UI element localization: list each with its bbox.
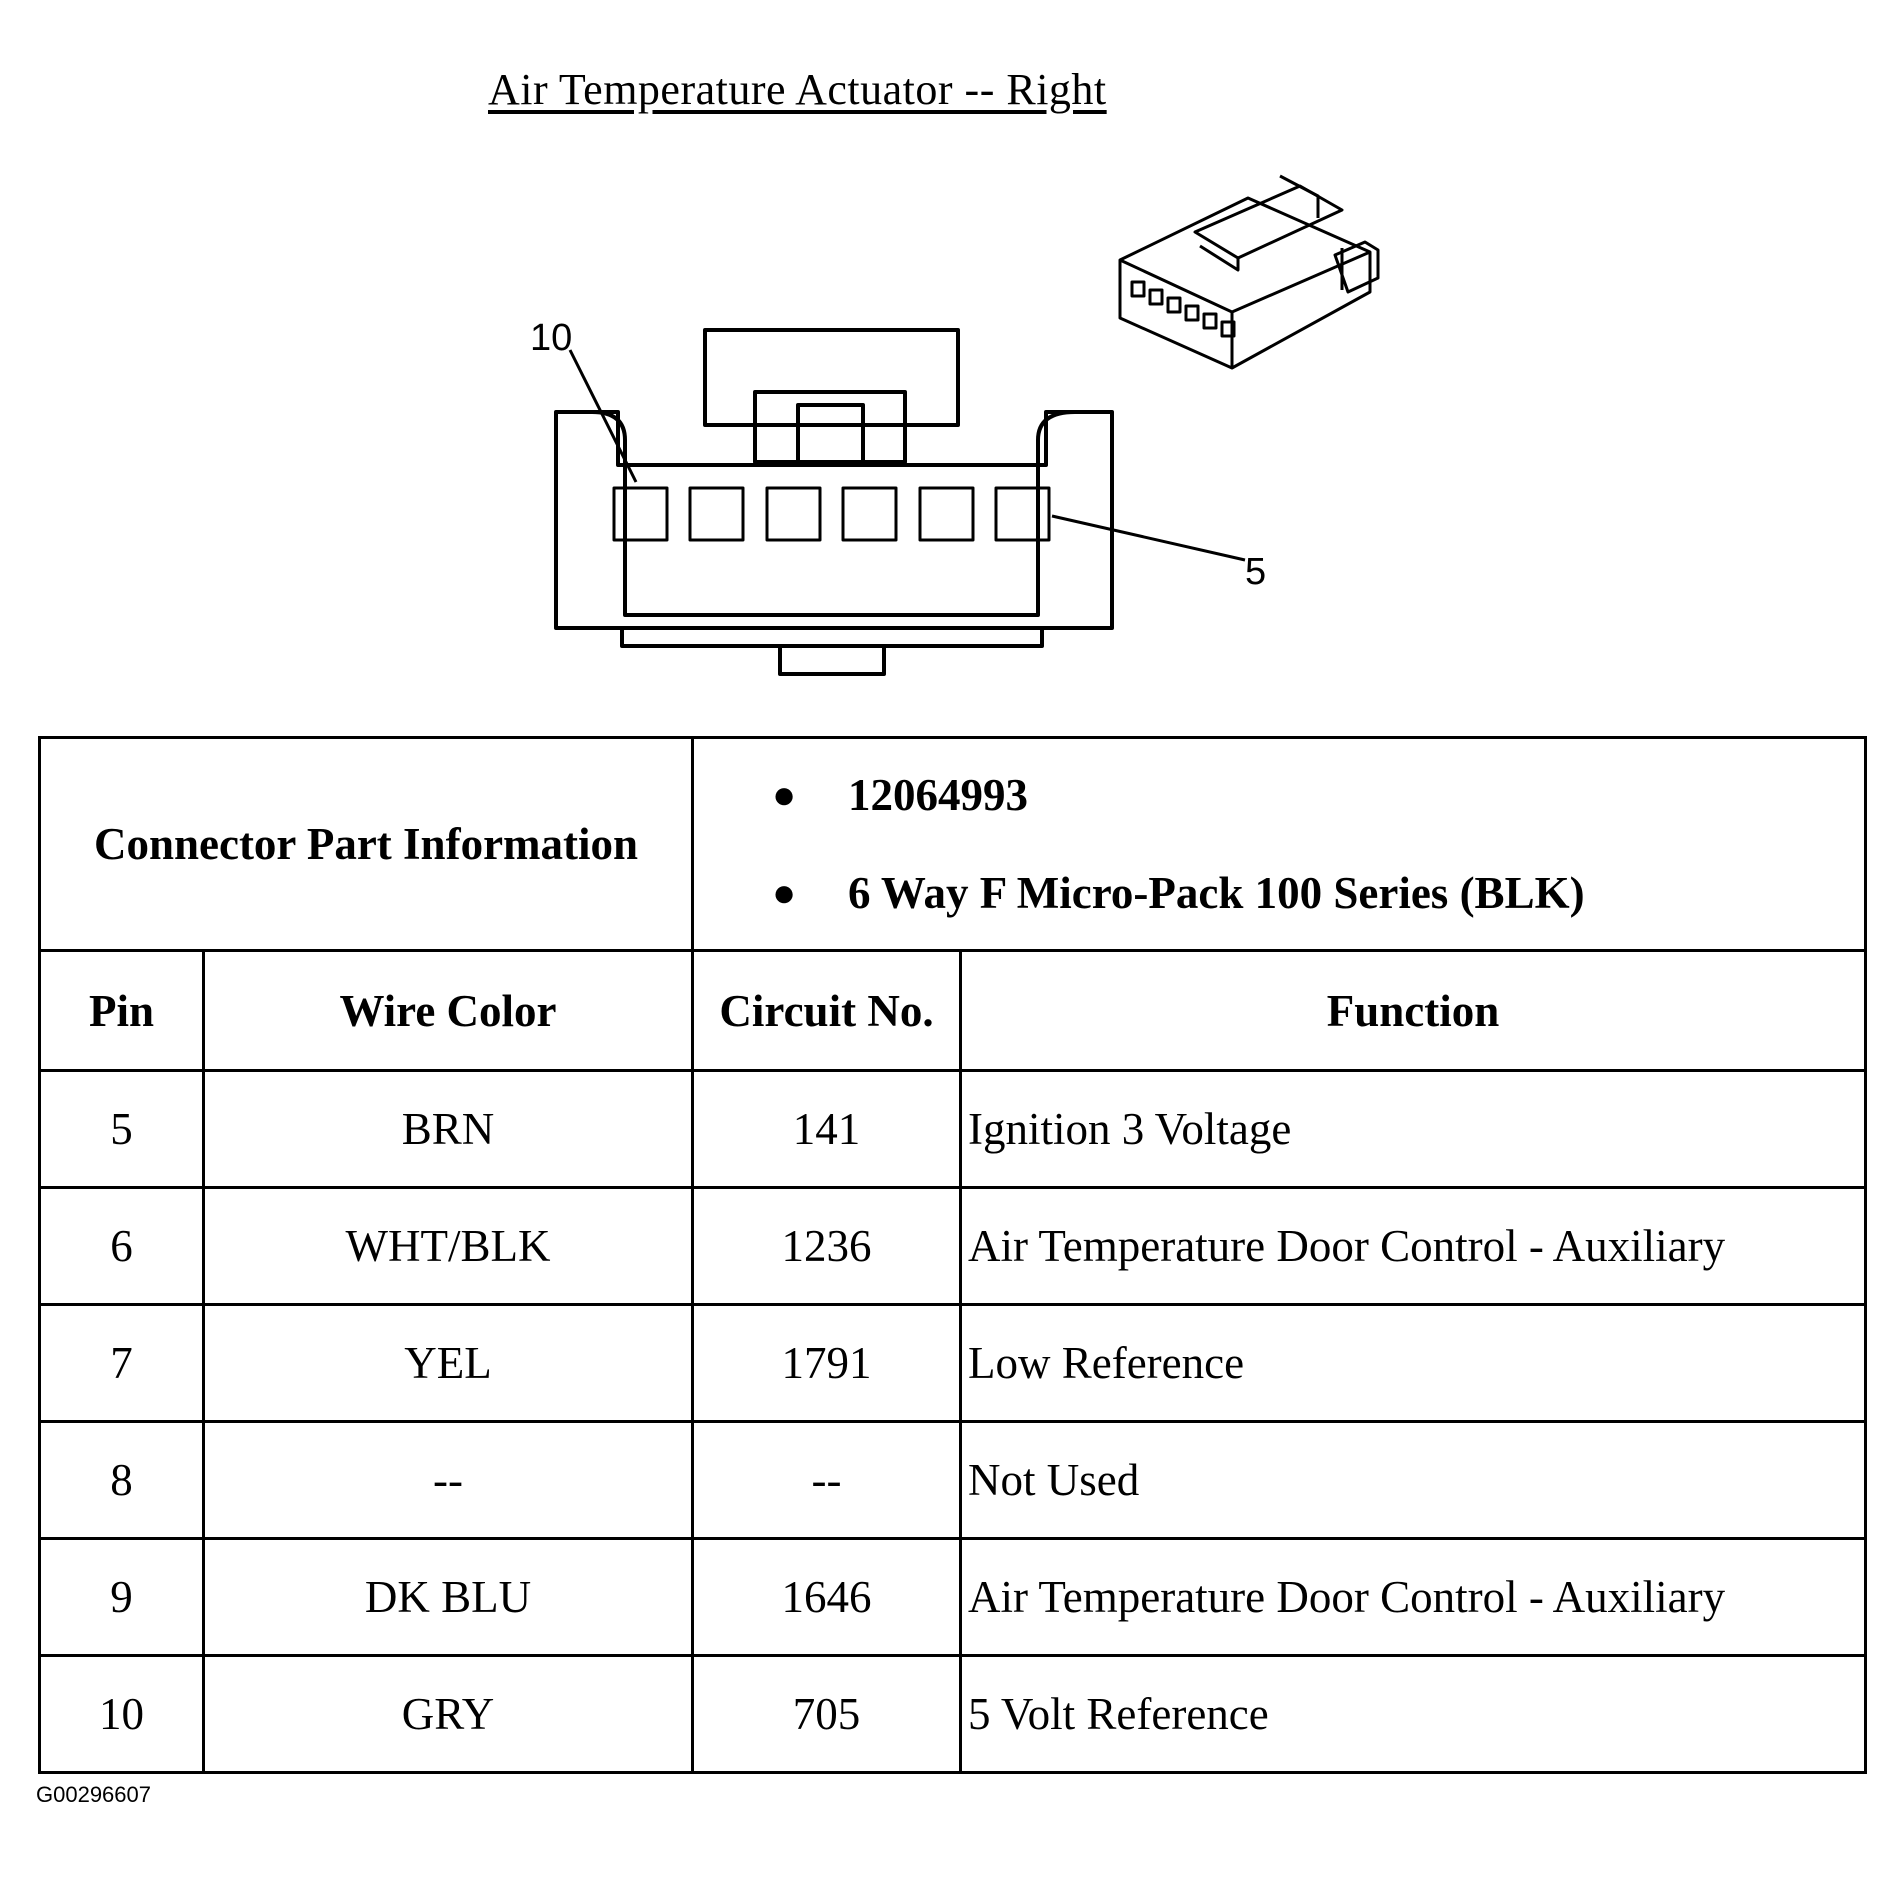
pin-label-5: 5: [1245, 551, 1266, 593]
bullet-icon: ●: [772, 772, 797, 817]
cell-pin: 6: [38, 1186, 205, 1306]
cell-circuit: --: [691, 1420, 962, 1540]
pin-cavity-7: [841, 486, 898, 542]
pin-cavity-10: [612, 486, 669, 542]
connector-info-label: Connector Part Information: [38, 736, 694, 952]
cell-function: Air Temperature Door Control - Auxiliary: [958, 1537, 1868, 1657]
pin-label-10: 10: [530, 317, 572, 359]
connector-info-item: ●12064993: [772, 746, 1864, 844]
connector-isometric: [1118, 174, 1380, 370]
cell-function: Low Reference: [958, 1303, 1868, 1423]
header-circuit: Circuit No.: [691, 949, 962, 1072]
pin-cavity-6: [918, 486, 975, 542]
cell-function: Not Used: [958, 1420, 1868, 1540]
cell-wire-color: DK BLU: [202, 1537, 694, 1657]
cell-function: 5 Volt Reference: [958, 1654, 1868, 1774]
cell-circuit: 1236: [691, 1186, 962, 1306]
leader-line-10: [568, 349, 638, 483]
table-header-row: Pin Wire Color Circuit No. Function: [38, 949, 1868, 1072]
cell-wire-color: WHT/BLK: [202, 1186, 694, 1306]
connector-diagram: 10 5: [530, 174, 1380, 676]
pinout-table: Connector Part Information ●12064993 ●6 …: [38, 736, 1868, 1774]
connector-info-list: ●12064993 ●6 Way F Micro-Pack 100 Series…: [690, 736, 1868, 952]
cell-wire-color: BRN: [202, 1069, 694, 1189]
header-pin: Pin: [38, 949, 205, 1072]
table-row: 7 YEL 1791 Low Reference: [38, 1303, 1868, 1423]
connector-face: [554, 410, 1114, 676]
diagram-title: Air Temperature Actuator -- Right: [488, 65, 1107, 114]
bullet-icon: ●: [772, 870, 797, 915]
cell-pin: 8: [38, 1420, 205, 1540]
header-wire-color: Wire Color: [202, 949, 694, 1072]
cell-pin: 9: [38, 1537, 205, 1657]
cell-circuit: 1791: [691, 1303, 962, 1423]
cell-function: Ignition 3 Voltage: [958, 1069, 1868, 1189]
table-row: 9 DK BLU 1646 Air Temperature Door Contr…: [38, 1537, 1868, 1657]
connector-info-item: ●6 Way F Micro-Pack 100 Series (BLK): [772, 844, 1864, 942]
cell-circuit: 705: [691, 1654, 962, 1774]
cell-pin: 5: [38, 1069, 205, 1189]
cell-wire-color: --: [202, 1420, 694, 1540]
pin-cavities: [612, 486, 1051, 542]
pin-cavity-8: [765, 486, 822, 542]
cell-circuit: 1646: [691, 1537, 962, 1657]
leader-line-5: [1051, 514, 1246, 562]
connector-info-row: Connector Part Information ●12064993 ●6 …: [38, 736, 1868, 952]
table-row: 10 GRY 705 5 Volt Reference: [38, 1654, 1868, 1774]
table-row: 5 BRN 141 Ignition 3 Voltage: [38, 1069, 1868, 1189]
cell-wire-color: YEL: [202, 1303, 694, 1423]
cell-function: Air Temperature Door Control - Auxiliary: [958, 1186, 1868, 1306]
cell-wire-color: GRY: [202, 1654, 694, 1774]
pin-cavity-9: [688, 486, 745, 542]
table-row: 6 WHT/BLK 1236 Air Temperature Door Cont…: [38, 1186, 1868, 1306]
header-function: Function: [958, 949, 1868, 1072]
connector-latch: [703, 328, 960, 464]
figure-id: G00296607: [36, 1782, 151, 1807]
table-row: 8 -- -- Not Used: [38, 1420, 1868, 1540]
cell-circuit: 141: [691, 1069, 962, 1189]
cell-pin: 7: [38, 1303, 205, 1423]
cell-pin: 10: [38, 1654, 205, 1774]
pin-cavity-5: [994, 486, 1051, 542]
